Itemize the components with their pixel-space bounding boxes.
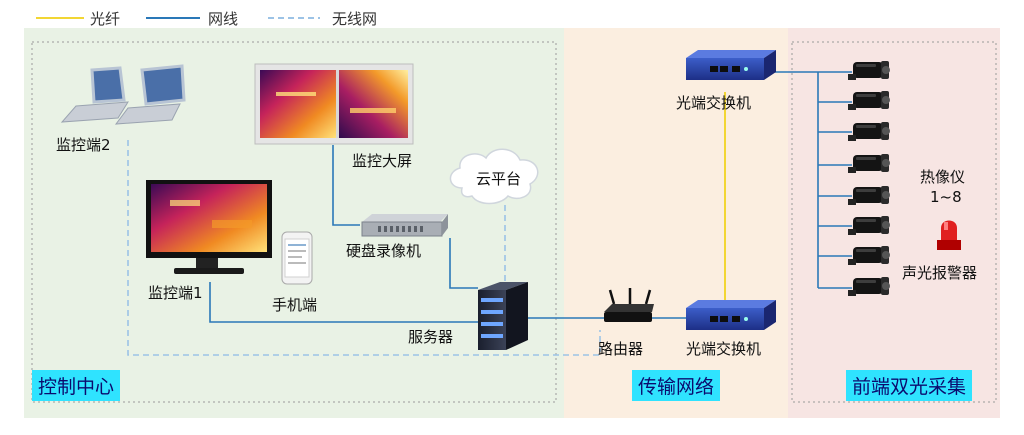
thermal-camera-icon <box>848 91 890 110</box>
switch-top-label: 光端交换机 <box>676 94 752 112</box>
thermal-title-label: 热像仪 <box>920 168 966 186</box>
alarm-label: 声光报警器 <box>902 264 978 282</box>
laptop-icon <box>60 64 186 125</box>
wireless-link-monitor2 <box>127 140 601 356</box>
frontend-capture-zone <box>788 28 1000 418</box>
thermal-camera-icon <box>848 216 890 235</box>
router-label: 路由器 <box>598 340 644 358</box>
control-center-tag: 控制中心 <box>32 370 121 401</box>
camera-branches <box>818 71 852 289</box>
thermal-camera-icon <box>848 154 890 173</box>
phone-icon <box>281 231 313 285</box>
legend-wireless-label: 无线网 <box>332 10 378 28</box>
nvr-label: 硬盘录像机 <box>346 242 422 260</box>
monitor1-label: 监控端1 <box>148 284 203 302</box>
frontend-capture-border <box>791 41 997 403</box>
switch-bottom-label: 光端交换机 <box>686 340 762 358</box>
cloud-icon <box>449 148 539 205</box>
transport-network-zone <box>564 28 788 418</box>
thermal-range-label: 1~8 <box>930 188 962 206</box>
frontend-capture-tag: 前端双光采集 <box>846 370 973 401</box>
network-link-bigscreen <box>332 145 360 226</box>
big-screen-icon <box>254 63 414 145</box>
router-icon <box>604 288 654 322</box>
nvr-icon <box>361 214 448 237</box>
switch-bottom-icon <box>686 300 776 330</box>
legend-network-label: 网线 <box>208 10 239 28</box>
switch-top-icon <box>686 50 776 80</box>
network-link-nvr <box>449 238 478 289</box>
network-link-monitor1 <box>209 282 478 323</box>
thermal-camera-icon <box>848 277 890 296</box>
legend-fiber-label: 光纤 <box>90 10 121 28</box>
control-center-border <box>31 41 557 403</box>
transport-network-tag: 传输网络 <box>632 370 721 401</box>
big-screen-label: 监控大屏 <box>352 152 413 170</box>
thermal-camera-icon <box>848 122 890 141</box>
server-icon <box>478 282 528 350</box>
monitor2-label: 监控端2 <box>56 136 111 154</box>
thermal-camera-icon <box>848 246 890 265</box>
monitor1-icon <box>146 180 272 274</box>
server-label: 服务器 <box>408 328 454 346</box>
thermal-camera-icon <box>848 61 890 80</box>
cloud-label: 云平台 <box>476 170 522 188</box>
phone-label: 手机端 <box>272 296 318 314</box>
thermal-camera-icon <box>848 186 890 205</box>
alarm-icon <box>937 220 961 250</box>
